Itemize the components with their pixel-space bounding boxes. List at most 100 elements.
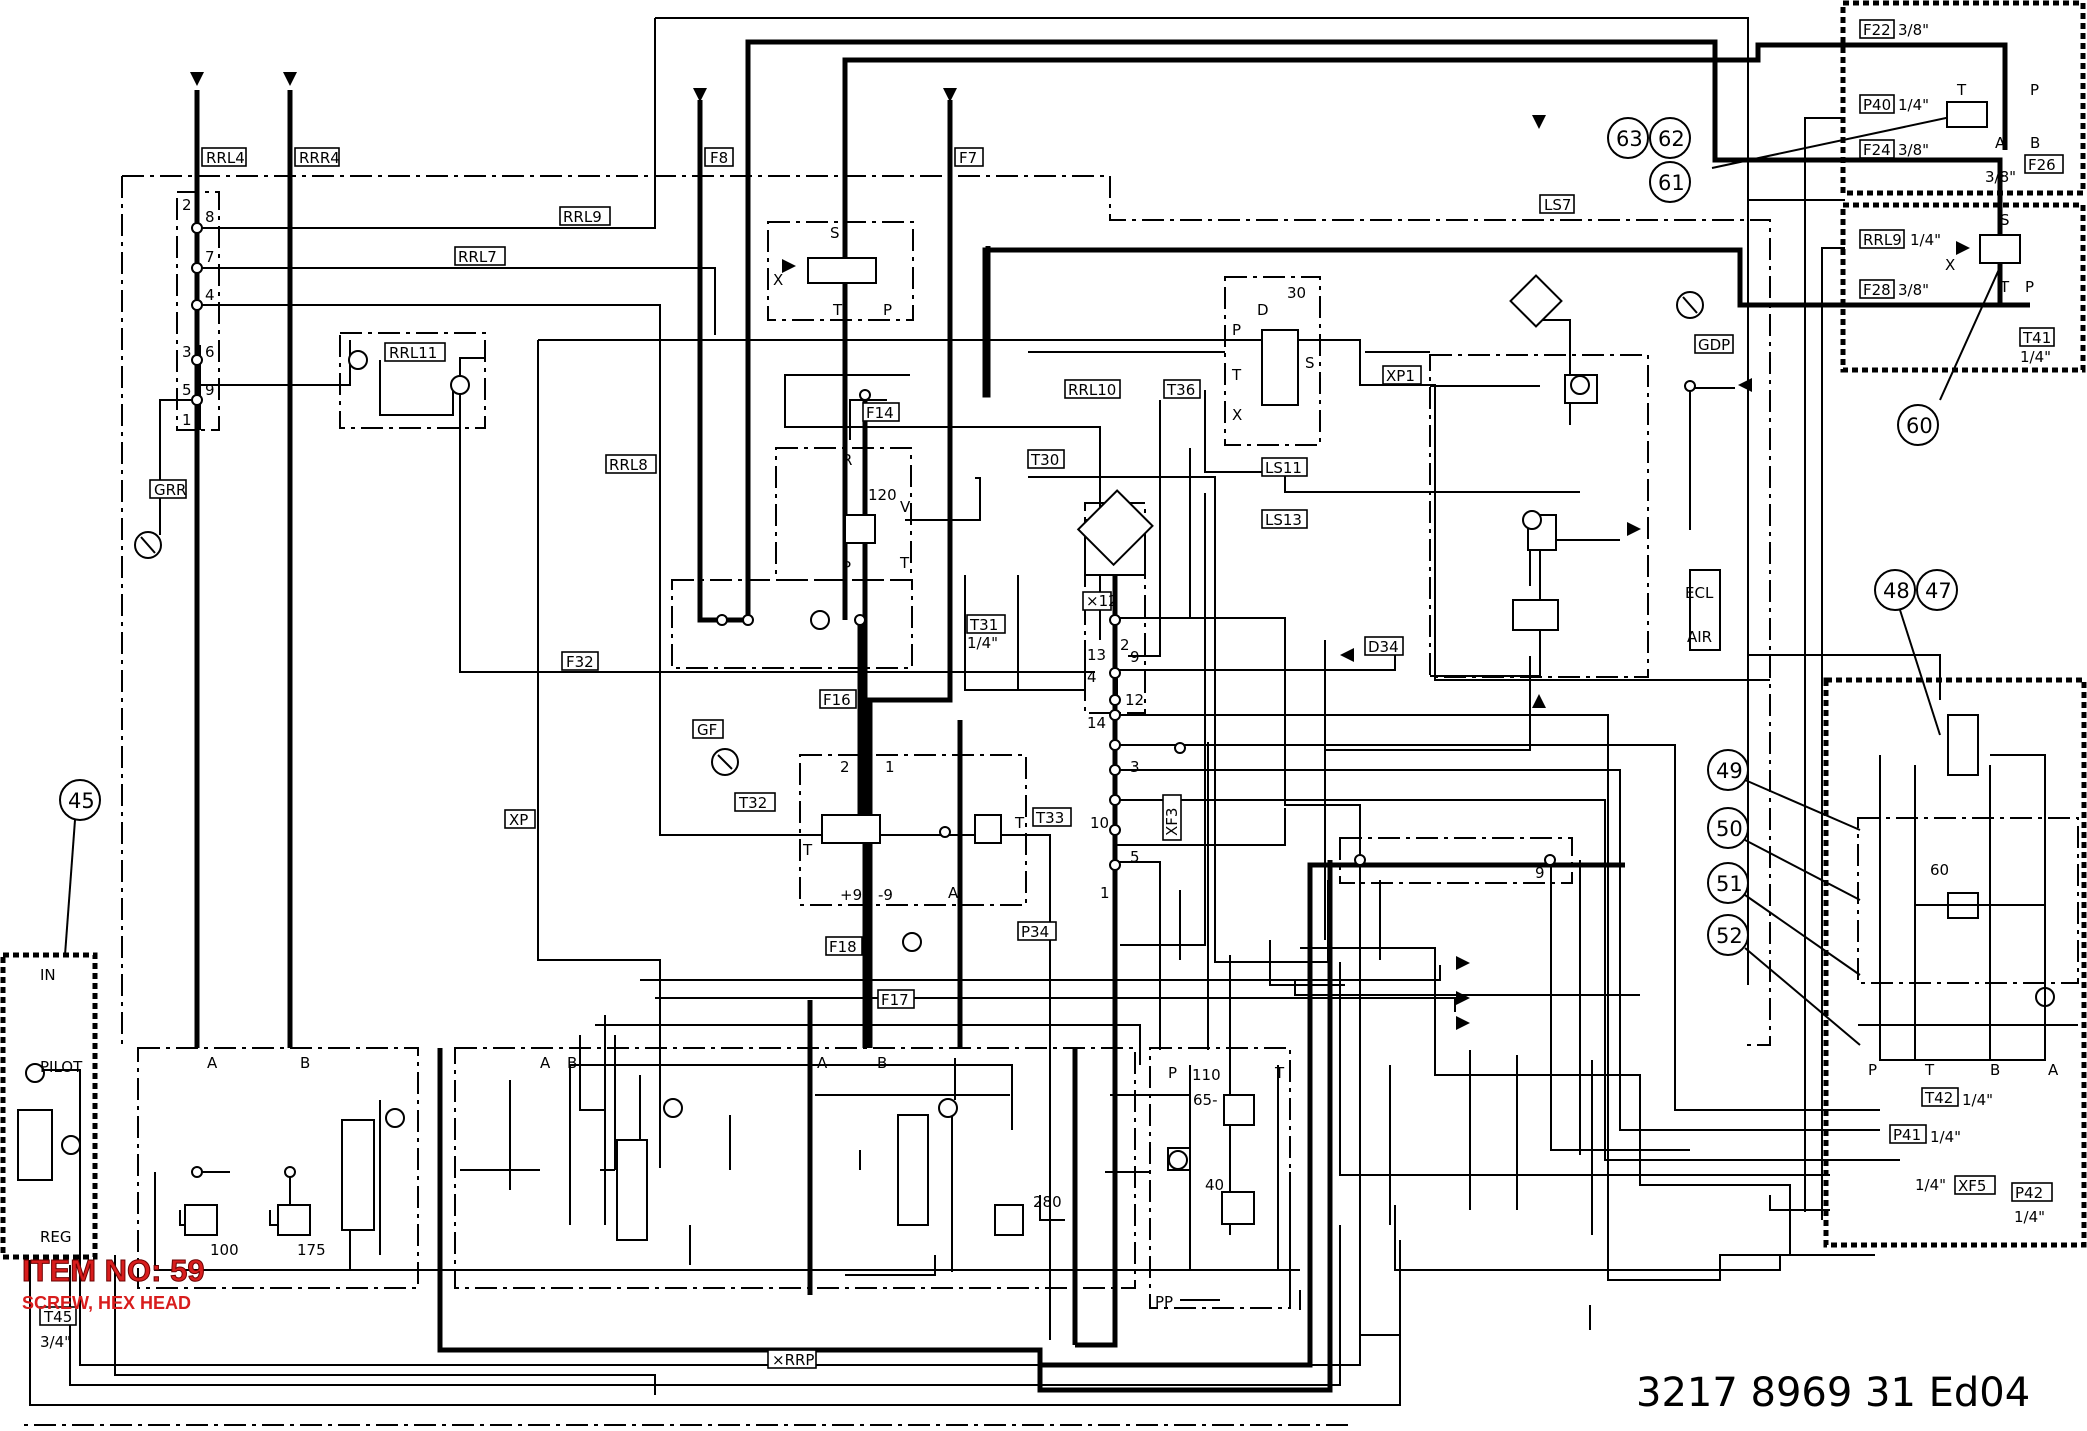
tag-rrr4: RRR4 bbox=[299, 149, 340, 167]
port-s2: S bbox=[1305, 354, 1315, 372]
pin-left-0: 2 bbox=[182, 196, 192, 214]
pin-center-0: 13 bbox=[1087, 646, 1106, 664]
port-x2: X bbox=[1232, 406, 1242, 424]
setpoint-110: 110 bbox=[1192, 1066, 1221, 1084]
callout-51: 51 bbox=[1716, 872, 1743, 896]
tag-rrl7: RRL7 bbox=[458, 248, 497, 266]
pin-left-6: 5 bbox=[182, 381, 192, 399]
label-in: IN bbox=[40, 966, 56, 984]
tag-t42: T42 bbox=[1924, 1089, 1953, 1107]
tag-p41: P41 bbox=[1893, 1126, 1921, 1144]
label-reg: REG bbox=[40, 1228, 72, 1246]
port-a3: A bbox=[817, 1054, 828, 1072]
callout-47: 47 bbox=[1925, 579, 1952, 603]
tag-t32: T32 bbox=[738, 794, 767, 812]
t42-size: 1/4" bbox=[1962, 1091, 1993, 1109]
manifold-center-pins: 13 2 9 4 12 14 3 10 5 1 bbox=[1087, 636, 1144, 902]
tag-f28: F28 bbox=[1863, 281, 1891, 299]
block-mid-t: T bbox=[1999, 278, 2010, 296]
port-r3: R bbox=[842, 451, 852, 469]
port-p3: P bbox=[842, 558, 851, 576]
tag-f17: F17 bbox=[881, 991, 909, 1009]
p40-size: 1/4" bbox=[1898, 96, 1929, 114]
port-t3: T bbox=[899, 554, 910, 572]
tag-x12: ×12 bbox=[1086, 592, 1118, 610]
port-t1: T bbox=[832, 301, 843, 319]
setpoint-60: 60 bbox=[1930, 861, 1949, 879]
block-top-a: A bbox=[1995, 134, 2006, 152]
pin-center-5: 14 bbox=[1087, 714, 1106, 732]
tag-rrl8: RRL8 bbox=[609, 456, 648, 474]
tag-f24: F24 bbox=[1863, 141, 1891, 159]
tag-grr: GRR bbox=[154, 481, 186, 499]
port-p7: P bbox=[1868, 1061, 1877, 1079]
callout-45: 45 bbox=[68, 789, 95, 813]
tag-rrl9: RRL9 bbox=[563, 208, 602, 226]
block-right: T42 1/4" P41 1/4" 1/4" XF5 P42 1/4" bbox=[1889, 1087, 2053, 1226]
callout-50: 50 bbox=[1716, 817, 1743, 841]
tag-rrl9-mid: RRL9 bbox=[1863, 231, 1902, 249]
tag-xf5: XF5 bbox=[1958, 1177, 1986, 1195]
hatched-blocks bbox=[0, 0, 2087, 1260]
setpoint-120: 120 bbox=[868, 486, 897, 504]
port-p2: P bbox=[1232, 321, 1241, 339]
f22-size: 3/8" bbox=[1898, 21, 1929, 39]
port-n9: 9 bbox=[1535, 864, 1545, 882]
tag-rrl11: RRL11 bbox=[389, 344, 437, 362]
label-pp: PP bbox=[1155, 1293, 1173, 1311]
setpoint-40: 40 bbox=[1205, 1176, 1224, 1194]
line-tags: RRL4 RRR4 F8 F7 RRL9 RRL7 RRL11 GRR RRL8… bbox=[39, 147, 1734, 1369]
port-b7: B bbox=[1990, 1061, 2000, 1079]
tag-gf: GF bbox=[697, 721, 717, 739]
port-a1: A bbox=[207, 1054, 218, 1072]
item-number-overlay: ITEM NO: 59 bbox=[22, 1253, 206, 1289]
tag-f18: F18 bbox=[829, 938, 857, 956]
tag-ls13: LS13 bbox=[1265, 511, 1302, 529]
item-description-overlay: SCREW, HEX HEAD bbox=[22, 1293, 192, 1313]
t41-size: 1/4" bbox=[2020, 348, 2051, 366]
pin-left-3: 4 bbox=[205, 286, 215, 304]
setpoint-65: 65- bbox=[1193, 1091, 1218, 1109]
tag-p42: P42 bbox=[2015, 1184, 2043, 1202]
label-aj: AJ bbox=[948, 884, 963, 902]
port-a7: A bbox=[2048, 1061, 2059, 1079]
port-t5: T bbox=[1014, 814, 1025, 832]
callout-circles bbox=[59, 117, 1958, 1046]
tag-f7: F7 bbox=[959, 149, 977, 167]
tag-ls11: LS11 bbox=[1265, 459, 1302, 477]
pin-left-2: 7 bbox=[205, 248, 215, 266]
pin-left-8: 1 bbox=[182, 411, 192, 429]
pin-center-9: 1 bbox=[1100, 884, 1110, 902]
tag-f14: F14 bbox=[866, 404, 894, 422]
p42-size: 1/4" bbox=[2014, 1208, 2045, 1226]
block-mid: RRL9 1/4" F28 3/8" T41 1/4" S X T P bbox=[1859, 211, 2055, 366]
callout-62: 62 bbox=[1658, 127, 1685, 151]
tag-rrp: ×RRP bbox=[772, 1351, 814, 1369]
tag-rrl10: RRL10 bbox=[1068, 381, 1116, 399]
pin-center-7: 10 bbox=[1090, 814, 1109, 832]
port-s1: S bbox=[830, 224, 840, 242]
callout-61: 61 bbox=[1658, 171, 1685, 195]
tag-f32: F32 bbox=[566, 653, 594, 671]
callout-63: 63 bbox=[1616, 127, 1643, 151]
pin-center-8: 5 bbox=[1130, 848, 1140, 866]
setpoint-280: 280 bbox=[1033, 1193, 1062, 1211]
junction-dots bbox=[191, 222, 1696, 1178]
pin-left-5: 6 bbox=[205, 343, 215, 361]
tag-xp1: XP1 bbox=[1386, 367, 1415, 385]
tag-f22: F22 bbox=[1863, 21, 1891, 39]
tag-ls7: LS7 bbox=[1544, 196, 1571, 214]
tag-t45: T45 bbox=[43, 1308, 72, 1326]
tag-d34: D34 bbox=[1368, 638, 1399, 656]
pin-center-2: 9 bbox=[1130, 648, 1140, 666]
pin-center-3: 4 bbox=[1087, 668, 1097, 686]
tag-xf3: XF3 bbox=[1163, 808, 1181, 836]
setpoint-175: 175 bbox=[297, 1241, 326, 1259]
tag-gdp: GDP bbox=[1698, 336, 1730, 354]
tag-f16: F16 bbox=[823, 691, 851, 709]
label-air: AIR bbox=[1687, 628, 1712, 646]
callout-numbers: 45 63 62 61 60 48 47 49 50 51 52 bbox=[68, 127, 1952, 948]
tag-p40: P40 bbox=[1863, 96, 1891, 114]
